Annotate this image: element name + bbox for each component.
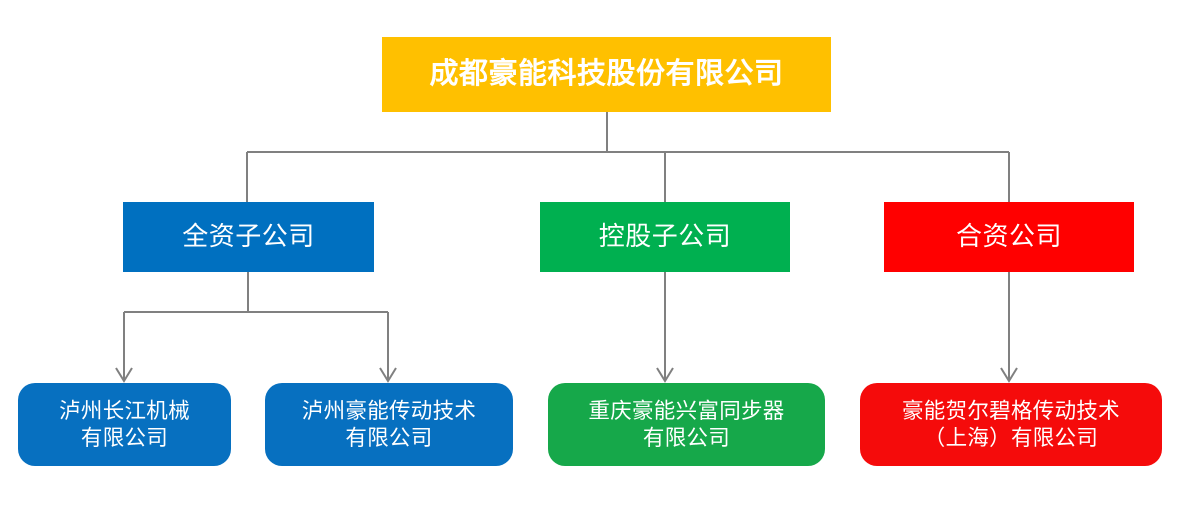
- node-root[interactable]: 成都豪能科技股份有限公司: [382, 37, 831, 112]
- node-category-wholly-owned[interactable]: 全资子公司: [123, 202, 374, 272]
- node-company-luzhou-haoneng[interactable]: 泸州豪能传动技术 有限公司: [265, 383, 513, 466]
- arrowhead-luzhou-haoneng: [379, 367, 397, 383]
- node-company-luzhou-changjiang[interactable]: 泸州长江机械 有限公司: [18, 383, 231, 466]
- node-company-haoneng-hoerbiger[interactable]: 豪能贺尔碧格传动技术 （上海）有限公司: [860, 383, 1162, 466]
- node-company-chongqing-xingfu[interactable]: 重庆豪能兴富同步器 有限公司: [548, 383, 825, 466]
- node-category-joint-venture[interactable]: 合资公司: [884, 202, 1134, 272]
- arrowhead-chongqing-xingfu: [656, 367, 674, 383]
- arrowhead-luzhou-changjiang: [115, 367, 133, 383]
- arrowhead-haoneng-hoerbiger: [1000, 367, 1018, 383]
- node-category-holding[interactable]: 控股子公司: [540, 202, 790, 272]
